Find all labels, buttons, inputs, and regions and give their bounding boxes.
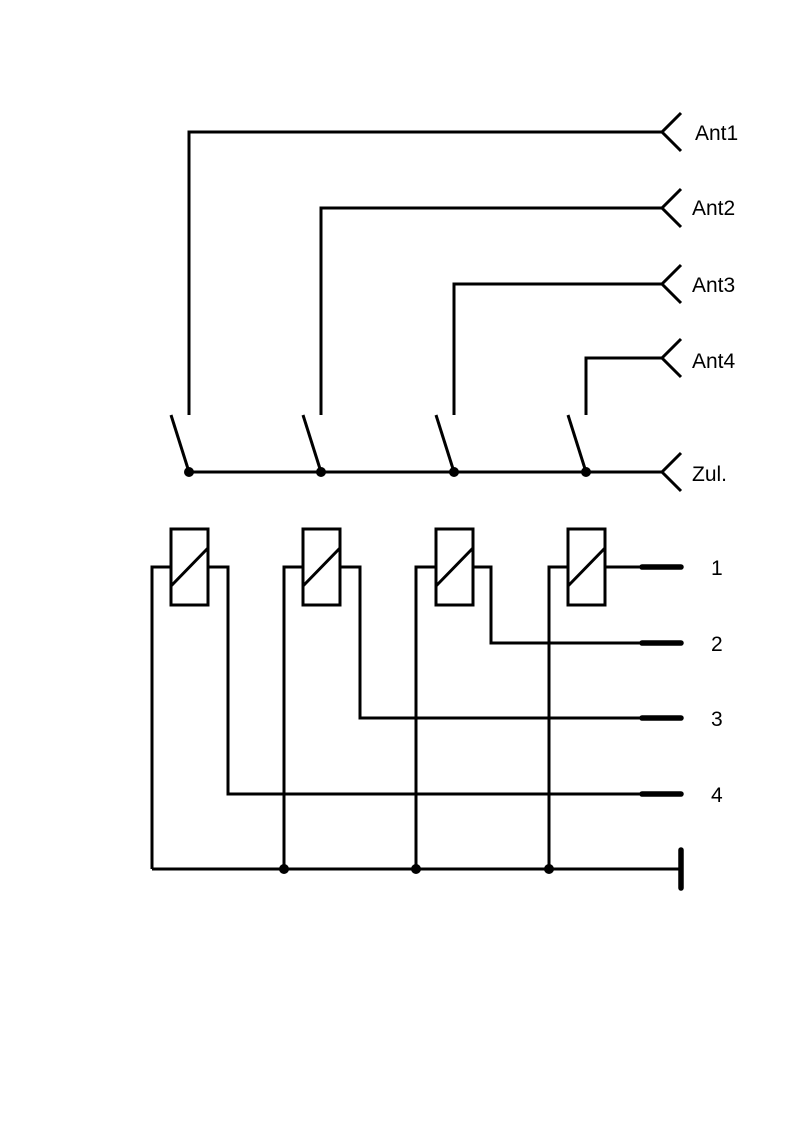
feed-junctions [184, 467, 591, 477]
control-label-4: 4 [711, 784, 723, 807]
relay-1-ground-lead [150, 565, 171, 869]
feed-connector-icon [659, 451, 683, 493]
antenna-icon [659, 263, 683, 305]
relay-coil-2 [301, 527, 342, 607]
antenna-line-1 [187, 130, 662, 415]
relay-coil-1 [169, 527, 210, 607]
labels: Ant1 Ant2 Ant3 Ant4 Zul. 1 2 3 4 [692, 122, 738, 807]
relay-1-control-lead [208, 565, 642, 796]
control-label-3: 3 [711, 708, 723, 731]
antenna-line-4 [584, 356, 662, 415]
junction-dot [279, 864, 289, 874]
switch-contact-2 [301, 414, 323, 473]
antenna-label-2: Ant2 [692, 197, 735, 220]
switches [169, 414, 588, 473]
junction-dot [184, 467, 194, 477]
control-terminals [639, 564, 684, 797]
junction-dot [449, 467, 459, 477]
antenna-lines [187, 130, 662, 415]
antenna-label-3: Ant3 [692, 274, 735, 297]
antenna-line-3 [452, 282, 662, 415]
antenna-label-4: Ant4 [692, 350, 736, 373]
relay-coil-4 [566, 527, 607, 607]
relay-2-ground-lead [282, 565, 303, 869]
junction-dot [581, 467, 591, 477]
junction-dot [544, 864, 554, 874]
antenna-line-2 [319, 206, 662, 415]
switch-contact-3 [434, 414, 456, 473]
antenna-symbols [659, 111, 683, 493]
switch-contact-1 [169, 414, 191, 473]
antenna-label-1: Ant1 [695, 122, 738, 145]
relay-wiring [150, 565, 642, 869]
antenna-icon [659, 337, 683, 379]
relay-coil-3 [434, 527, 475, 607]
relay-3-control-lead [473, 565, 642, 645]
ground-junctions [279, 864, 554, 874]
relay-4-ground-lead [547, 565, 568, 869]
antenna-icon [659, 187, 683, 229]
switch-contact-4 [566, 414, 588, 473]
relay-2-control-lead [340, 565, 642, 720]
control-label-1: 1 [711, 557, 723, 580]
junction-dot [411, 864, 421, 874]
relay-3-ground-lead [414, 565, 436, 869]
control-label-2: 2 [711, 633, 723, 656]
antenna-icon [659, 111, 683, 153]
feed-label: Zul. [692, 463, 727, 486]
relay-coils [169, 527, 607, 607]
junction-dot [316, 467, 326, 477]
